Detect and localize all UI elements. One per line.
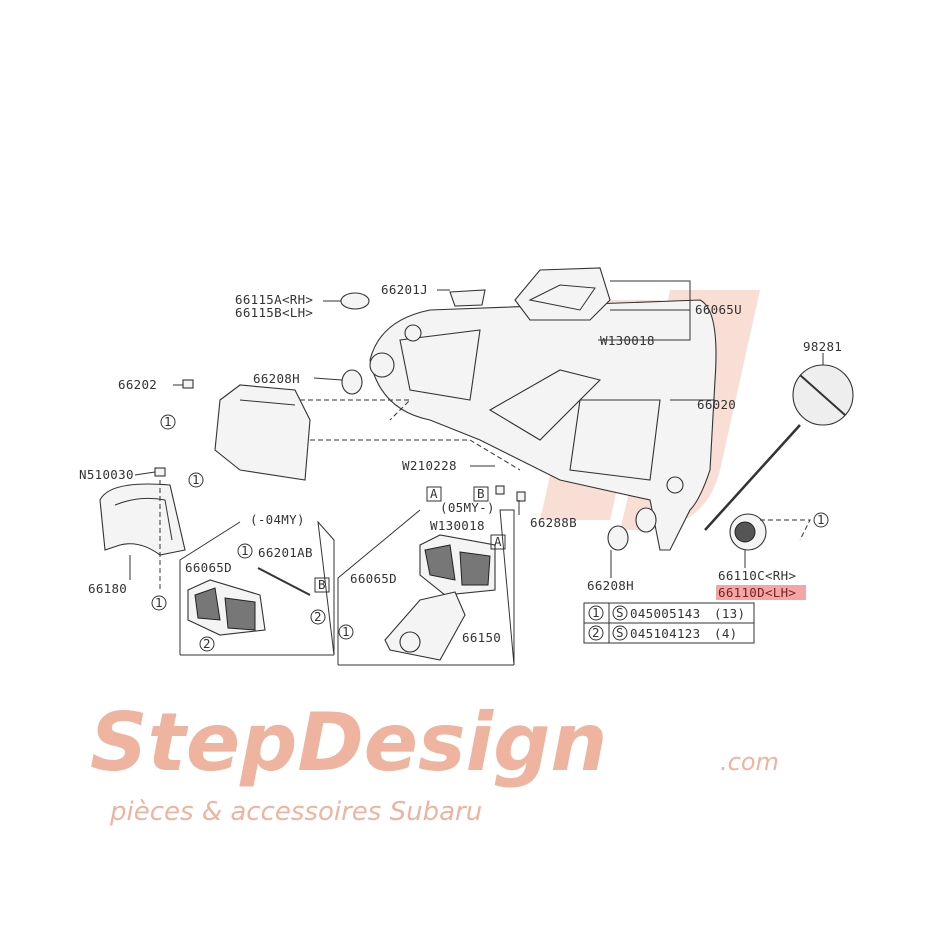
table-part: 045005143 xyxy=(630,606,700,621)
table-part: 045104123 xyxy=(630,626,700,641)
watermark-suffix: .com xyxy=(720,748,779,776)
leader-lines xyxy=(129,280,824,590)
label-04MY: (-04MY) xyxy=(250,512,305,527)
watermark-brand: StepDesign xyxy=(90,696,607,789)
ref-box-a xyxy=(426,486,442,502)
label-66115A: 66115A<RH> xyxy=(235,292,313,307)
ring-66208H-top xyxy=(341,369,363,395)
combination-meter xyxy=(214,384,311,481)
table-row: 1 S 045005143 (13) xyxy=(588,605,745,621)
ring-66208H-bottom xyxy=(607,525,629,551)
part-66115 xyxy=(340,292,370,310)
label-W210228: W210228 xyxy=(402,458,457,473)
callout-1: 1 xyxy=(164,414,172,429)
tray-66150 xyxy=(384,591,466,661)
part-66201J xyxy=(449,289,486,307)
ref-b: B xyxy=(318,577,326,592)
label-66065D: 66065D xyxy=(350,571,397,586)
label-05MY: (05MY-) xyxy=(440,500,495,515)
label-66208H: 66208H xyxy=(253,371,300,386)
ref-b: B xyxy=(477,486,485,501)
center-vent-04MY xyxy=(187,579,266,636)
bracket-66201AB xyxy=(257,567,311,596)
callout-1: 1 xyxy=(241,543,249,558)
table-row: 2 S 045104123 (4) xyxy=(588,625,737,641)
callouts: 1 1 1 1 1 1 2 2 xyxy=(151,414,829,652)
side-vent-66110 xyxy=(729,513,767,551)
label-66201AB: 66201AB xyxy=(258,545,313,560)
label-66020: 66020 xyxy=(697,397,736,412)
part-66202 xyxy=(182,379,194,389)
label-66110C: 66110C<RH> xyxy=(718,568,796,583)
label-W130018: W130018 xyxy=(600,333,655,348)
callout-2: 2 xyxy=(314,609,322,624)
callout-1: 1 xyxy=(817,512,825,527)
table-ref: 2 xyxy=(592,625,600,640)
label-98281: 98281 xyxy=(803,339,842,354)
callout-1: 1 xyxy=(342,624,350,639)
ref-box-b xyxy=(314,577,330,593)
watermark-tagline: pièces & accessoires Subaru xyxy=(109,797,482,827)
label-66201J: 66201J xyxy=(381,282,428,297)
part-N510030 xyxy=(154,467,166,477)
box-04MY xyxy=(179,520,335,656)
label-N510030: N510030 xyxy=(79,467,134,482)
upper-cover-66065U xyxy=(514,267,611,321)
warning-label-98281 xyxy=(792,364,854,426)
label-66065U: 66065U xyxy=(695,302,742,317)
center-vent-05MY xyxy=(419,534,496,596)
ref-a: A xyxy=(494,534,502,549)
watermark-logo: StepDesign .com pièces & accessoires Sub… xyxy=(90,696,779,827)
ref-box-a xyxy=(490,534,506,550)
callout-1: 1 xyxy=(155,595,163,610)
label-66202: 66202 xyxy=(118,377,157,392)
table-mark: S xyxy=(616,605,624,620)
box-05MY xyxy=(337,509,515,666)
table-mark: S xyxy=(616,625,624,640)
meter-visor-66180 xyxy=(99,483,186,556)
label-66115B: 66115B<LH> xyxy=(235,305,313,320)
label-66288B: 66288B xyxy=(530,515,577,530)
instrument-panel-66020 xyxy=(369,299,717,551)
ref-box-b xyxy=(473,486,489,502)
table-qty: (4) xyxy=(714,626,737,641)
label-66180: 66180 xyxy=(88,581,127,596)
highlight xyxy=(716,585,806,600)
fastener-table: 1 S 045005143 (13) 2 S 045104123 (4) xyxy=(583,602,755,644)
table-qty: (13) xyxy=(714,606,745,621)
label-W130018: W130018 xyxy=(430,518,485,533)
callout-2: 2 xyxy=(203,636,211,651)
table-ref: 1 xyxy=(592,605,600,620)
label-66150: 66150 xyxy=(462,630,501,645)
ref-a: A xyxy=(430,486,438,501)
label-66208H: 66208H xyxy=(587,578,634,593)
label-66110D: 66110D<LH> xyxy=(718,585,796,600)
callout-1: 1 xyxy=(192,472,200,487)
label-66065D: 66065D xyxy=(185,560,232,575)
